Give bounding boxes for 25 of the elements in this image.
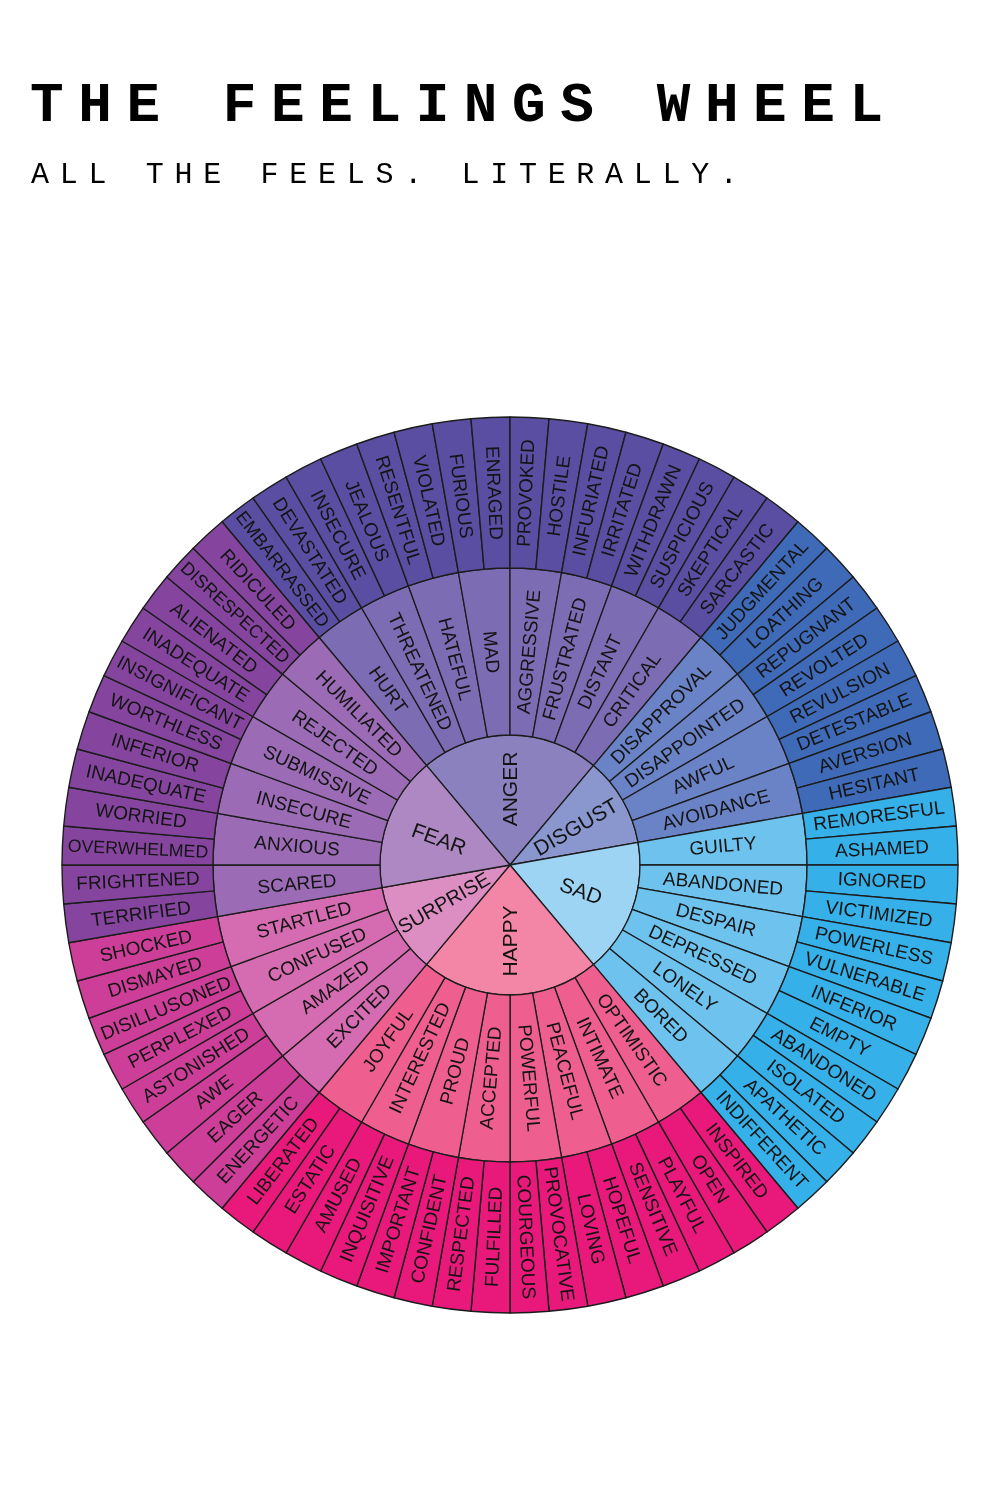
emotion-label: ENRAGED bbox=[481, 445, 506, 541]
emotion-label: FURIOUS bbox=[445, 452, 477, 540]
emotion-label: GUILTY bbox=[688, 833, 758, 860]
emotion-label: TERRIFIED bbox=[89, 897, 192, 931]
emotion-label: MAD bbox=[479, 630, 504, 675]
emotion-label: SCARED bbox=[257, 870, 338, 897]
emotion-label: ASHAMED bbox=[834, 836, 930, 861]
emotion-label: FEAR bbox=[408, 819, 469, 859]
emotion-label: FRIGHTENED bbox=[75, 868, 200, 894]
emotion-label: COURGEOUS bbox=[513, 1174, 539, 1300]
emotion-label: HAPPY bbox=[499, 905, 521, 977]
emotion-label: HOSTILE bbox=[543, 454, 574, 538]
emotion-label: ANGER bbox=[499, 751, 521, 827]
emotion-label: WORRIED bbox=[93, 800, 188, 833]
subtitle: ALL THE FEELS. LITERALLY. bbox=[31, 160, 749, 190]
emotion-label: ABANDONED bbox=[661, 868, 784, 899]
emotion-label: ANXIOUS bbox=[253, 832, 341, 861]
emotion-label: IGNORED bbox=[837, 869, 927, 894]
title: THE FEELINGS WHEEL bbox=[30, 78, 898, 134]
emotion-label: FULFILLED bbox=[481, 1186, 506, 1288]
emotion-label: POWERFUL bbox=[513, 1023, 544, 1133]
emotion-label: OVERWHELMED bbox=[67, 836, 209, 862]
emotion-label: SAD bbox=[557, 873, 606, 909]
emotion-label: PROVOKED bbox=[513, 438, 539, 548]
emotion-label: ACCEPTED bbox=[476, 1025, 506, 1131]
